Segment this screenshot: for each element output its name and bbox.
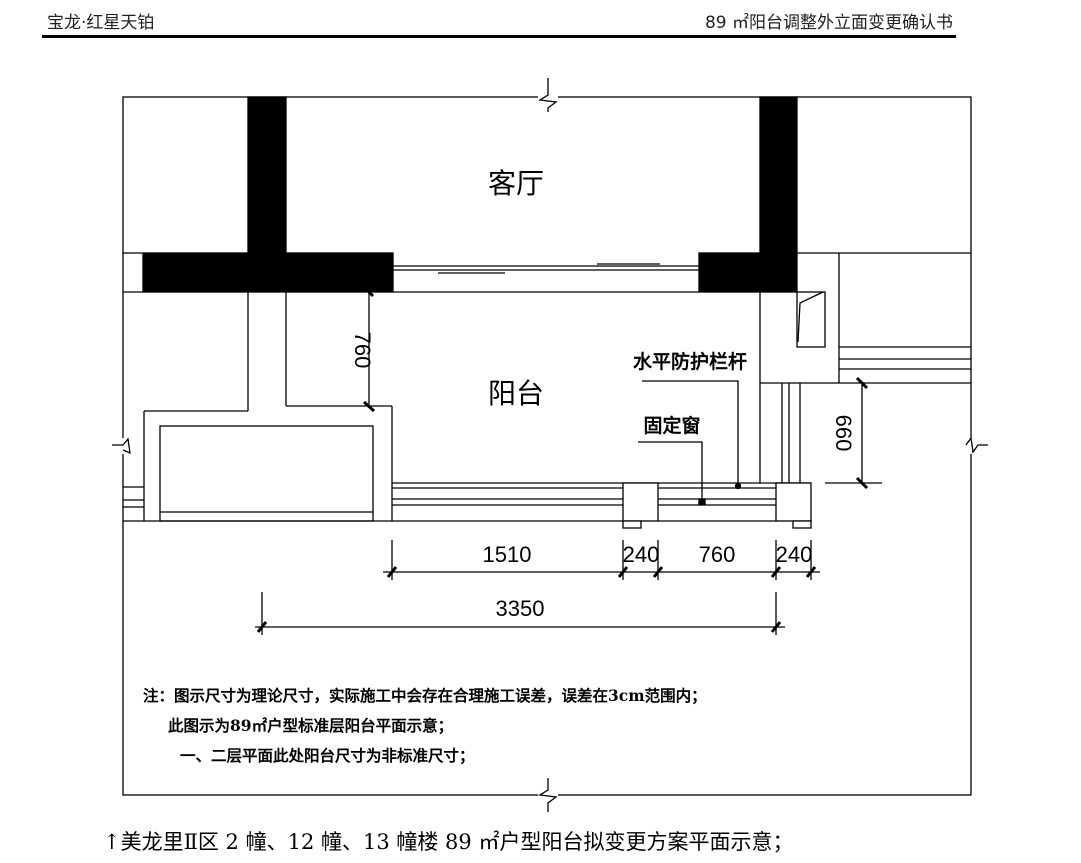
break-mark-bottom bbox=[538, 778, 558, 812]
break-mark-left bbox=[112, 437, 131, 455]
dimension-660-vertical bbox=[825, 376, 882, 490]
header-rule bbox=[42, 35, 956, 38]
break-mark-right bbox=[964, 436, 988, 454]
leader-fixed-window bbox=[638, 441, 706, 505]
break-mark-top bbox=[538, 78, 558, 112]
figure-caption: ↑美龙里Ⅱ区 2 幢、12 幢、13 幢楼 89 ㎡户型阳台拟变更方案平面示意； bbox=[103, 830, 794, 854]
note-line-3: 一、二层平面此处阳台尺寸为非标准尺寸； bbox=[180, 746, 475, 765]
dim-label-240-a: 240 bbox=[623, 542, 660, 567]
leader-railing bbox=[642, 380, 742, 490]
dimension-row-1 bbox=[383, 540, 820, 580]
label-horizontal-railing: 水平防护栏杆 bbox=[633, 350, 747, 373]
header-document-title: 89 ㎡阳台调整外立面变更确认书 bbox=[704, 13, 953, 33]
header-project-name: 宝龙·红星天铂 bbox=[47, 13, 155, 33]
dim-label-660-vertical: 660 bbox=[831, 415, 856, 452]
dim-label-760-vertical: 760 bbox=[350, 332, 375, 369]
structural-walls bbox=[142, 96, 798, 293]
dim-label-240-b: 240 bbox=[776, 542, 813, 567]
note-line-1: 注：图示尺寸为理论尺寸，实际施工中会存在合理施工误差，误差在3cm范围内； bbox=[143, 686, 707, 705]
label-fixed-window: 固定窗 bbox=[643, 414, 700, 437]
wall-lines bbox=[123, 252, 971, 529]
dimension-total bbox=[255, 592, 785, 635]
dimension-760-vertical bbox=[362, 287, 376, 413]
note-line-2: 此图示为89㎡户型标准层阳台平面示意； bbox=[168, 716, 454, 735]
dim-label-760: 760 bbox=[699, 542, 736, 567]
room-label-balcony: 阳台 bbox=[488, 377, 544, 410]
dim-label-1510: 1510 bbox=[483, 542, 532, 567]
room-label-living-room: 客厅 bbox=[488, 167, 544, 200]
dim-label-3350: 3350 bbox=[496, 596, 545, 621]
